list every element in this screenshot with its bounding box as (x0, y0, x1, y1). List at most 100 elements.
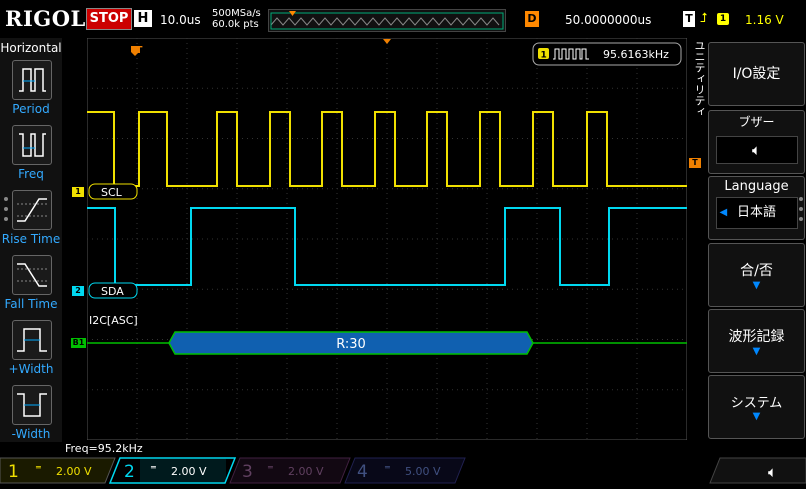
beeper-button[interactable]: ブザー 🔈︎ (708, 110, 805, 174)
page-dot (799, 207, 803, 211)
frequency-icon (553, 48, 589, 60)
rise-time-icon (17, 198, 47, 222)
trigger-position-label: T (135, 45, 143, 56)
system-label: システム (730, 396, 783, 411)
period-measure-button[interactable] (12, 60, 52, 100)
memory-depth: 60.0k pts (212, 19, 259, 30)
rise-time-label: Rise Time (1, 232, 61, 246)
waveform-record-button[interactable]: 波形記録 ▼ (708, 309, 805, 373)
speaker-icon: 🔈︎ (715, 136, 798, 164)
fall-time-label: Fall Time (4, 297, 58, 311)
decoder-packet-text: R:30 (336, 337, 366, 352)
waveform-display[interactable]: R:30 I2C[ASC] SCL SDA 1 95.6163kHz (87, 38, 687, 440)
trigger-time-marker[interactable] (131, 46, 139, 56)
ch4-scale: 5.00 V (405, 465, 441, 478)
dc-coupling-icon: ═ (35, 463, 41, 472)
ch2-offset-marker[interactable]: 2 (72, 286, 84, 296)
ch2-number: 2 (124, 462, 135, 482)
page-dot (4, 207, 8, 211)
page-dot (4, 197, 8, 201)
period-label: Period (12, 102, 50, 116)
page-dot (799, 217, 803, 221)
page-dot (799, 197, 803, 201)
pass-fail-label: 合/否 (740, 263, 773, 279)
measurement-channel: 1 (541, 51, 547, 61)
ch1-tab[interactable]: 1 ═ 2.00 V (0, 457, 116, 484)
chevron-down-icon: ▼ (752, 411, 761, 422)
io-setup-button[interactable]: I/O設定 (708, 42, 805, 106)
dc-coupling-icon: ═ (384, 463, 390, 472)
ch2-label: SDA (101, 285, 124, 298)
trigger-source-badge: 1 (717, 13, 729, 25)
positive-width-measure-button[interactable] (12, 320, 52, 360)
ch1-scl-trace (87, 111, 687, 187)
ch1-scale: 2.00 V (56, 465, 92, 478)
ch2-tab[interactable]: 2 ═ 2.00 V (108, 457, 237, 484)
ch3-scale: 2.00 V (288, 465, 324, 478)
ch3-tab[interactable]: 3 ═ 2.00 V (229, 457, 351, 484)
dc-coupling-icon: ═ (150, 463, 156, 472)
ch3-number: 3 (242, 462, 253, 482)
ch1-label-box (88, 183, 138, 200)
ch4-tab[interactable]: 4 ═ 5.00 V (344, 457, 466, 484)
top-trigger-tick (383, 39, 391, 44)
measurement-channel-badge (538, 48, 549, 59)
freq-label: Freq (18, 167, 44, 181)
rising-edge-icon: ⮥ (700, 11, 708, 26)
pass-fail-button[interactable]: 合/否 ▼ (708, 243, 805, 307)
trigger-position-marker (289, 11, 296, 16)
decoder-packet (168, 331, 534, 355)
language-value: 日本語 (736, 205, 776, 220)
language-value-box: ◀ 日本語 (715, 197, 798, 229)
sample-rate: 500MSa/s (212, 8, 261, 19)
freq-measure-button[interactable] (12, 125, 52, 165)
ch1-offset-marker[interactable]: 1 (72, 187, 84, 197)
trigger-level-value[interactable]: 1.16 V (745, 13, 784, 27)
ch2-label-box (88, 282, 138, 299)
memory-overview-bar[interactable] (268, 9, 506, 32)
waveform-record-label: 波形記録 (728, 329, 785, 345)
ch1-label: SCL (101, 186, 123, 199)
measure-menu: Horizontal Period Freq Rise Time Fall Ti… (0, 38, 62, 442)
trigger-mode-badge: T (683, 11, 695, 27)
ch4-number: 4 (357, 462, 368, 482)
timebase-mode-badge: H (134, 10, 152, 27)
frequency-icon (19, 133, 46, 157)
memory-overview-waveform (270, 11, 504, 30)
language-button[interactable]: Language ◀ 日本語 (708, 176, 805, 240)
sound-tab[interactable] (709, 457, 806, 484)
negative-width-icon (17, 393, 47, 417)
fall-time-icon (17, 263, 47, 287)
period-icon (19, 68, 46, 92)
speaker-icon: 🔈︎ (768, 463, 777, 481)
page-dot (4, 217, 8, 221)
positive-width-label: +Width (8, 362, 54, 376)
measure-menu-title: Horizontal (0, 41, 62, 55)
run-stop-indicator[interactable]: STOP (86, 8, 132, 30)
beeper-label: ブザー (738, 115, 775, 129)
fall-time-measure-button[interactable] (12, 255, 52, 295)
channel-tabs: 1 ═ 2.00 V 2 ═ 2.00 V 3 ═ 2.00 V 4 ═ 5.0… (0, 457, 806, 484)
chevron-down-icon: ▼ (752, 346, 761, 357)
ch2-scale: 2.00 V (171, 465, 207, 478)
horizontal-delay-value[interactable]: 50.0000000us (565, 13, 652, 27)
dc-coupling-icon: ═ (267, 463, 273, 472)
rise-time-measure-button[interactable] (12, 190, 52, 230)
system-button[interactable]: システム ▼ (708, 375, 805, 439)
channel-status-bar: 1 ═ 2.00 V 2 ═ 2.00 V 3 ═ 2.00 V 4 ═ 5.0… (0, 455, 806, 486)
measurement-value: 95.6163kHz (603, 48, 669, 61)
decoder-label: I2C[ASC] (89, 314, 138, 327)
frequency-counter-readout: Freq=95.2kHz (65, 442, 143, 455)
acquisition-info: 500MSa/s 60.0k pts (212, 8, 261, 30)
timebase-value[interactable]: 10.0us (160, 13, 201, 27)
top-status-bar: RIGOL STOP H 10.0us 500MSa/s 60.0k pts D… (0, 0, 806, 36)
negative-width-label: -Width (11, 427, 51, 441)
negative-width-measure-button[interactable] (12, 385, 52, 425)
delay-mode-badge: D (525, 11, 539, 27)
right-menu-title: ユニティリティ (693, 40, 706, 117)
trigger-level-marker[interactable]: T (689, 158, 701, 168)
decoder-bus-marker[interactable]: B1 (71, 338, 86, 348)
brand-logo: RIGOL (5, 6, 86, 31)
language-label: Language (724, 179, 789, 194)
positive-width-icon (17, 328, 47, 352)
